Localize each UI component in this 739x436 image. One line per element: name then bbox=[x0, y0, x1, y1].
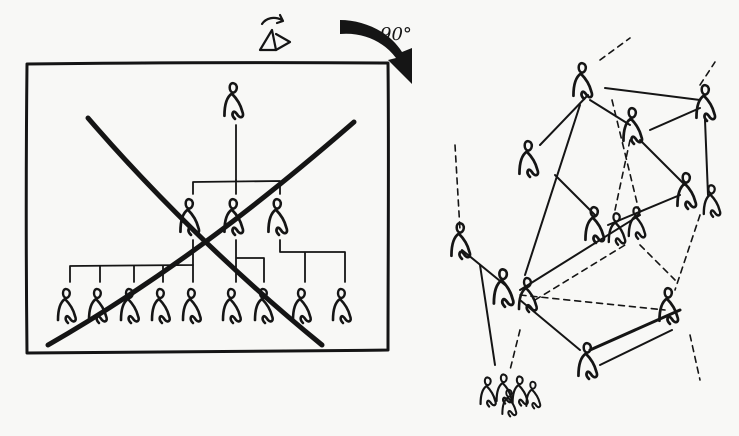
network-person bbox=[517, 276, 538, 314]
network-person bbox=[584, 205, 606, 245]
employee-person bbox=[221, 287, 242, 325]
rotation-arrow: 90° bbox=[340, 20, 412, 84]
network-person bbox=[702, 183, 722, 219]
employee-person bbox=[150, 287, 171, 325]
employee-person bbox=[291, 287, 312, 325]
hierarchy-frame bbox=[24, 61, 390, 355]
network-person bbox=[479, 376, 497, 408]
network-person bbox=[525, 380, 542, 410]
employee-person bbox=[331, 287, 352, 325]
network-person bbox=[518, 139, 540, 179]
network-diagram bbox=[450, 37, 722, 418]
network-person bbox=[676, 171, 698, 211]
employee-person bbox=[181, 287, 202, 325]
network-links-dashed bbox=[454, 37, 716, 381]
network-person bbox=[492, 267, 515, 309]
org-connectors bbox=[69, 124, 346, 283]
network-person bbox=[511, 375, 530, 407]
hierarchy-diagram bbox=[24, 13, 390, 355]
manager-person bbox=[267, 197, 289, 237]
network-person bbox=[572, 61, 594, 101]
network-person bbox=[695, 83, 717, 123]
hierarchy-people bbox=[56, 81, 352, 325]
rotation-label: 90° bbox=[380, 24, 412, 45]
network-links-solid bbox=[461, 87, 709, 366]
ceo-person bbox=[223, 81, 245, 121]
rotate-shape-icon bbox=[258, 13, 292, 52]
cross-out-mark bbox=[45, 115, 357, 348]
employee-person bbox=[56, 287, 77, 325]
network-person bbox=[622, 106, 644, 146]
